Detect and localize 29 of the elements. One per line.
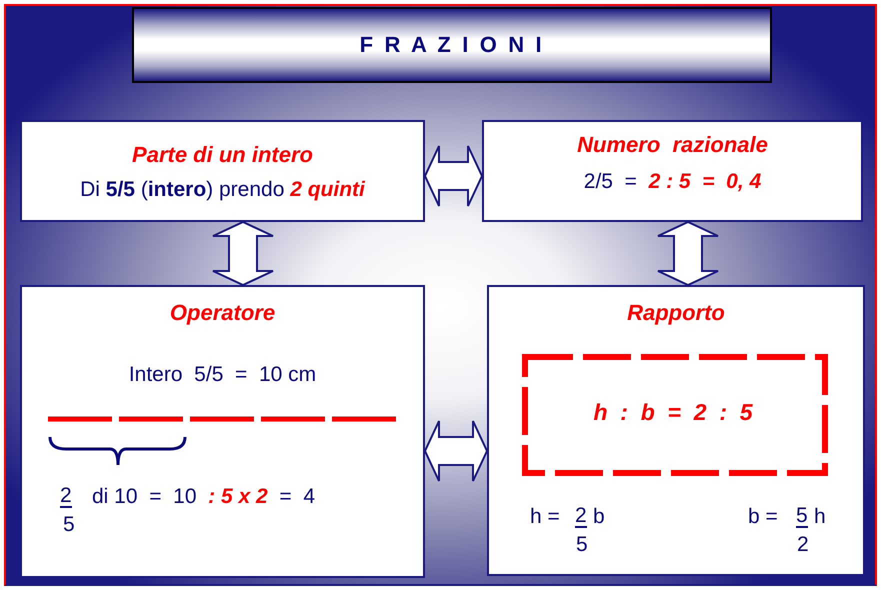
- formula: h =: [530, 505, 560, 530]
- denominator: 2: [797, 533, 809, 558]
- title: F R A Z I O N I: [360, 32, 544, 58]
- double-arrow: [424, 420, 488, 482]
- heading: Numero razionale: [576, 132, 769, 158]
- numerator: 5: [796, 505, 808, 528]
- double-arrow: [212, 220, 274, 286]
- content-box: [20, 285, 425, 578]
- content-box: [20, 120, 425, 222]
- formula: di 10 = 10 : 5 x 2 = 4: [92, 485, 315, 510]
- content-box: [482, 120, 863, 222]
- double-arrow: [657, 220, 719, 286]
- numerator: 2: [575, 505, 587, 528]
- dashed-rectangle: [522, 354, 828, 476]
- numerator: 2: [60, 485, 72, 508]
- heading: Operatore: [168, 300, 276, 326]
- formula: Intero 5/5 = 10 cm: [128, 363, 318, 388]
- double-arrow: [424, 145, 484, 207]
- heading: Rapporto: [626, 300, 726, 326]
- content-box: [487, 285, 865, 576]
- ratio-formula: h : b = 2 : 5: [592, 399, 754, 426]
- heading: Parte di un intero: [131, 142, 314, 168]
- formula: 2/5 = 2 : 5 = 0, 4: [582, 170, 762, 194]
- formula: h: [814, 505, 826, 530]
- formula: b =: [748, 505, 778, 530]
- formula: b: [593, 505, 605, 530]
- body-text: Di 5/5 (intero) prendo 2 quinti: [79, 178, 366, 202]
- denominator: 5: [576, 533, 588, 558]
- denominator: 5: [63, 513, 75, 538]
